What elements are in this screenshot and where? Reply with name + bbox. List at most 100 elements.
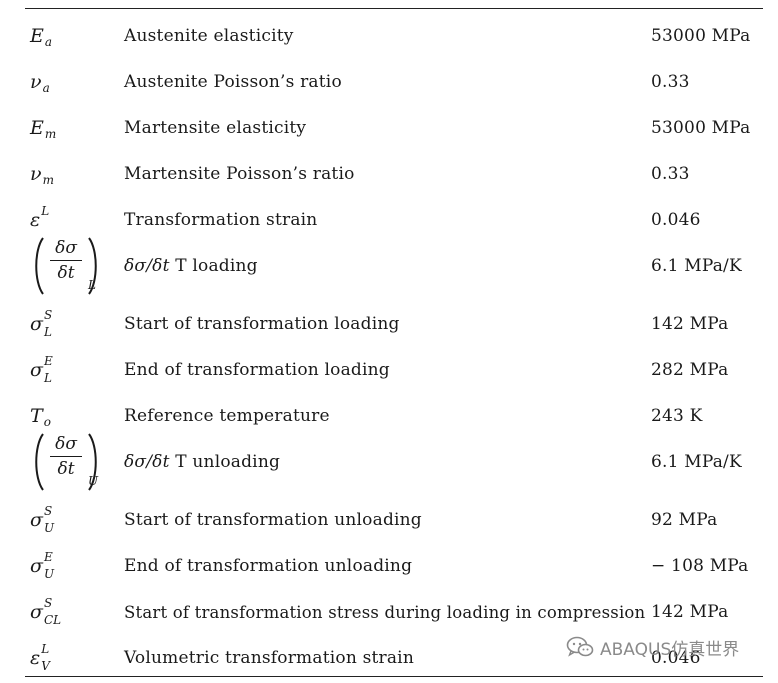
- symbol-base: E: [30, 117, 44, 139]
- watermark-text: ABAQUS仿真世界: [600, 639, 740, 660]
- row-value: 53000 MPa: [651, 26, 751, 46]
- row-value: 142 MPa: [651, 602, 729, 622]
- row-value: 6.1 MPa/K: [651, 256, 742, 276]
- row-description: Austenite Poisson’s ratio: [124, 72, 342, 92]
- description-math: δσ/δt: [124, 452, 170, 472]
- description-text: T unloading: [175, 452, 281, 472]
- symbol-base: σ: [30, 359, 43, 381]
- symbol-base: T: [30, 405, 43, 427]
- row-description: δσ/δt T unloading: [124, 442, 280, 482]
- row-description: Transformation strain: [124, 210, 318, 230]
- symbol-base: ε: [30, 209, 41, 231]
- symbol-subscript: V: [41, 659, 50, 673]
- row-value: 0.046: [651, 648, 701, 668]
- symbol-subscript: U: [88, 474, 99, 488]
- symbol-base: σ: [30, 555, 43, 577]
- fraction-bar: [50, 260, 82, 261]
- row-description: Martensite Poisson’s ratio: [124, 164, 355, 184]
- symbol-superscript: S: [43, 596, 53, 610]
- row-value: 0.046: [651, 210, 701, 230]
- table-row: δσ δt U δσ/δt T unloading 6.1 MPa/K: [0, 432, 778, 496]
- derivative-symbol: δσ δt U: [32, 432, 112, 494]
- row-value: 6.1 MPa/K: [651, 452, 742, 472]
- symbol-subscript: a: [42, 81, 50, 95]
- table-top-rule: [25, 8, 763, 9]
- row-description: Start of transformation stress during lo…: [124, 602, 646, 622]
- row-description: End of transformation unloading: [124, 556, 413, 576]
- row-description: δσ/δt T loading: [124, 246, 258, 286]
- row-value: 92 MPa: [651, 510, 718, 530]
- row-description: Martensite elasticity: [124, 118, 307, 138]
- row-value: 0.33: [651, 164, 690, 184]
- fraction-bar: [50, 456, 82, 457]
- symbol-subscript: L: [43, 325, 52, 339]
- row-value: 53000 MPa: [651, 118, 751, 138]
- description-math: δσ/δt: [124, 256, 170, 276]
- row-value: 142 MPa: [651, 314, 729, 334]
- symbol-subscript: CL: [43, 613, 62, 627]
- fraction-numerator: δσ: [55, 434, 77, 454]
- symbol-superscript: L: [41, 204, 50, 218]
- symbol-base: ν: [30, 163, 42, 185]
- row-description: Reference temperature: [124, 406, 330, 426]
- fraction-denominator: δt: [57, 263, 75, 283]
- symbol-scripts: S CL: [43, 596, 62, 627]
- symbol-superscript: S: [43, 308, 53, 322]
- derivative-fraction: δσ δt: [49, 240, 83, 282]
- row-value: 243 K: [651, 406, 703, 426]
- symbol-subscript: m: [44, 127, 57, 141]
- derivative-symbol: δσ δt L: [32, 236, 112, 298]
- table-row: δσ δt L δσ/δt T loading 6.1 MPa/K: [0, 236, 778, 300]
- symbol-subscript: U: [43, 521, 55, 535]
- symbol-base: ν: [30, 71, 42, 93]
- symbol-base: E: [30, 25, 44, 47]
- table-bottom-rule: [25, 676, 763, 677]
- symbol-subscript: U: [43, 567, 55, 581]
- symbol-superscript: E: [43, 354, 53, 368]
- row-description: Start of transformation loading: [124, 314, 400, 334]
- symbol-superscript: L: [41, 642, 50, 656]
- symbol-subscript: o: [43, 415, 51, 429]
- large-parentheses-icon: [35, 433, 97, 491]
- row-description: End of transformation loading: [124, 360, 390, 380]
- fraction-denominator: δt: [57, 459, 75, 479]
- large-parentheses-icon: [35, 237, 97, 295]
- row-description: Austenite elasticity: [124, 26, 294, 46]
- derivative-fraction: δσ δt: [49, 436, 83, 478]
- watermark: ABAQUS仿真世界: [566, 634, 739, 660]
- symbol-base: σ: [30, 509, 43, 531]
- symbol-subscript: L: [43, 371, 52, 385]
- symbol-subscript: L: [88, 278, 96, 292]
- description-text: T loading: [175, 256, 258, 276]
- row-value: 282 MPa: [651, 360, 729, 380]
- row-value: − 108 MPa: [651, 556, 749, 576]
